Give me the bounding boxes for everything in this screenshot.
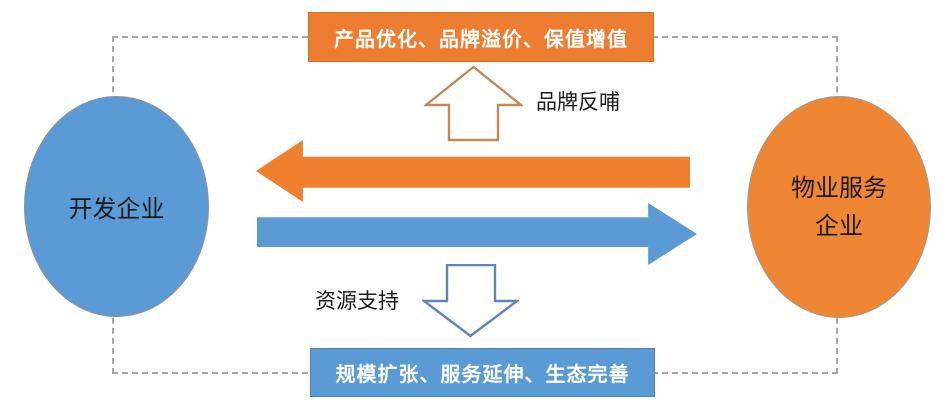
- scale-expansion-banner-label: 规模扩张、服务延伸、生态完善: [335, 362, 630, 386]
- developer-enterprise-ellipse: 开发企业: [24, 96, 209, 317]
- property-service-ellipse: 物业服务 企业: [747, 96, 931, 318]
- up-block-arrow-icon: [424, 65, 523, 142]
- scale-expansion-banner: 规模扩张、服务延伸、生态完善: [310, 348, 655, 397]
- developer-enterprise-label: 开发企业: [68, 195, 165, 223]
- brand-feedback-label: 品牌反哺: [536, 90, 620, 114]
- property-service-label-line2: 企业: [815, 212, 863, 240]
- down-block-arrow-icon: [422, 264, 519, 338]
- brand-benefit-banner: 产品优化、品牌溢价、保值增值: [308, 12, 654, 62]
- property-service-label-line1: 物业服务: [791, 174, 887, 202]
- resource-support-label: 资源支持: [315, 289, 399, 313]
- brand-benefit-banner-label: 产品优化、品牌溢价、保值增值: [334, 26, 628, 51]
